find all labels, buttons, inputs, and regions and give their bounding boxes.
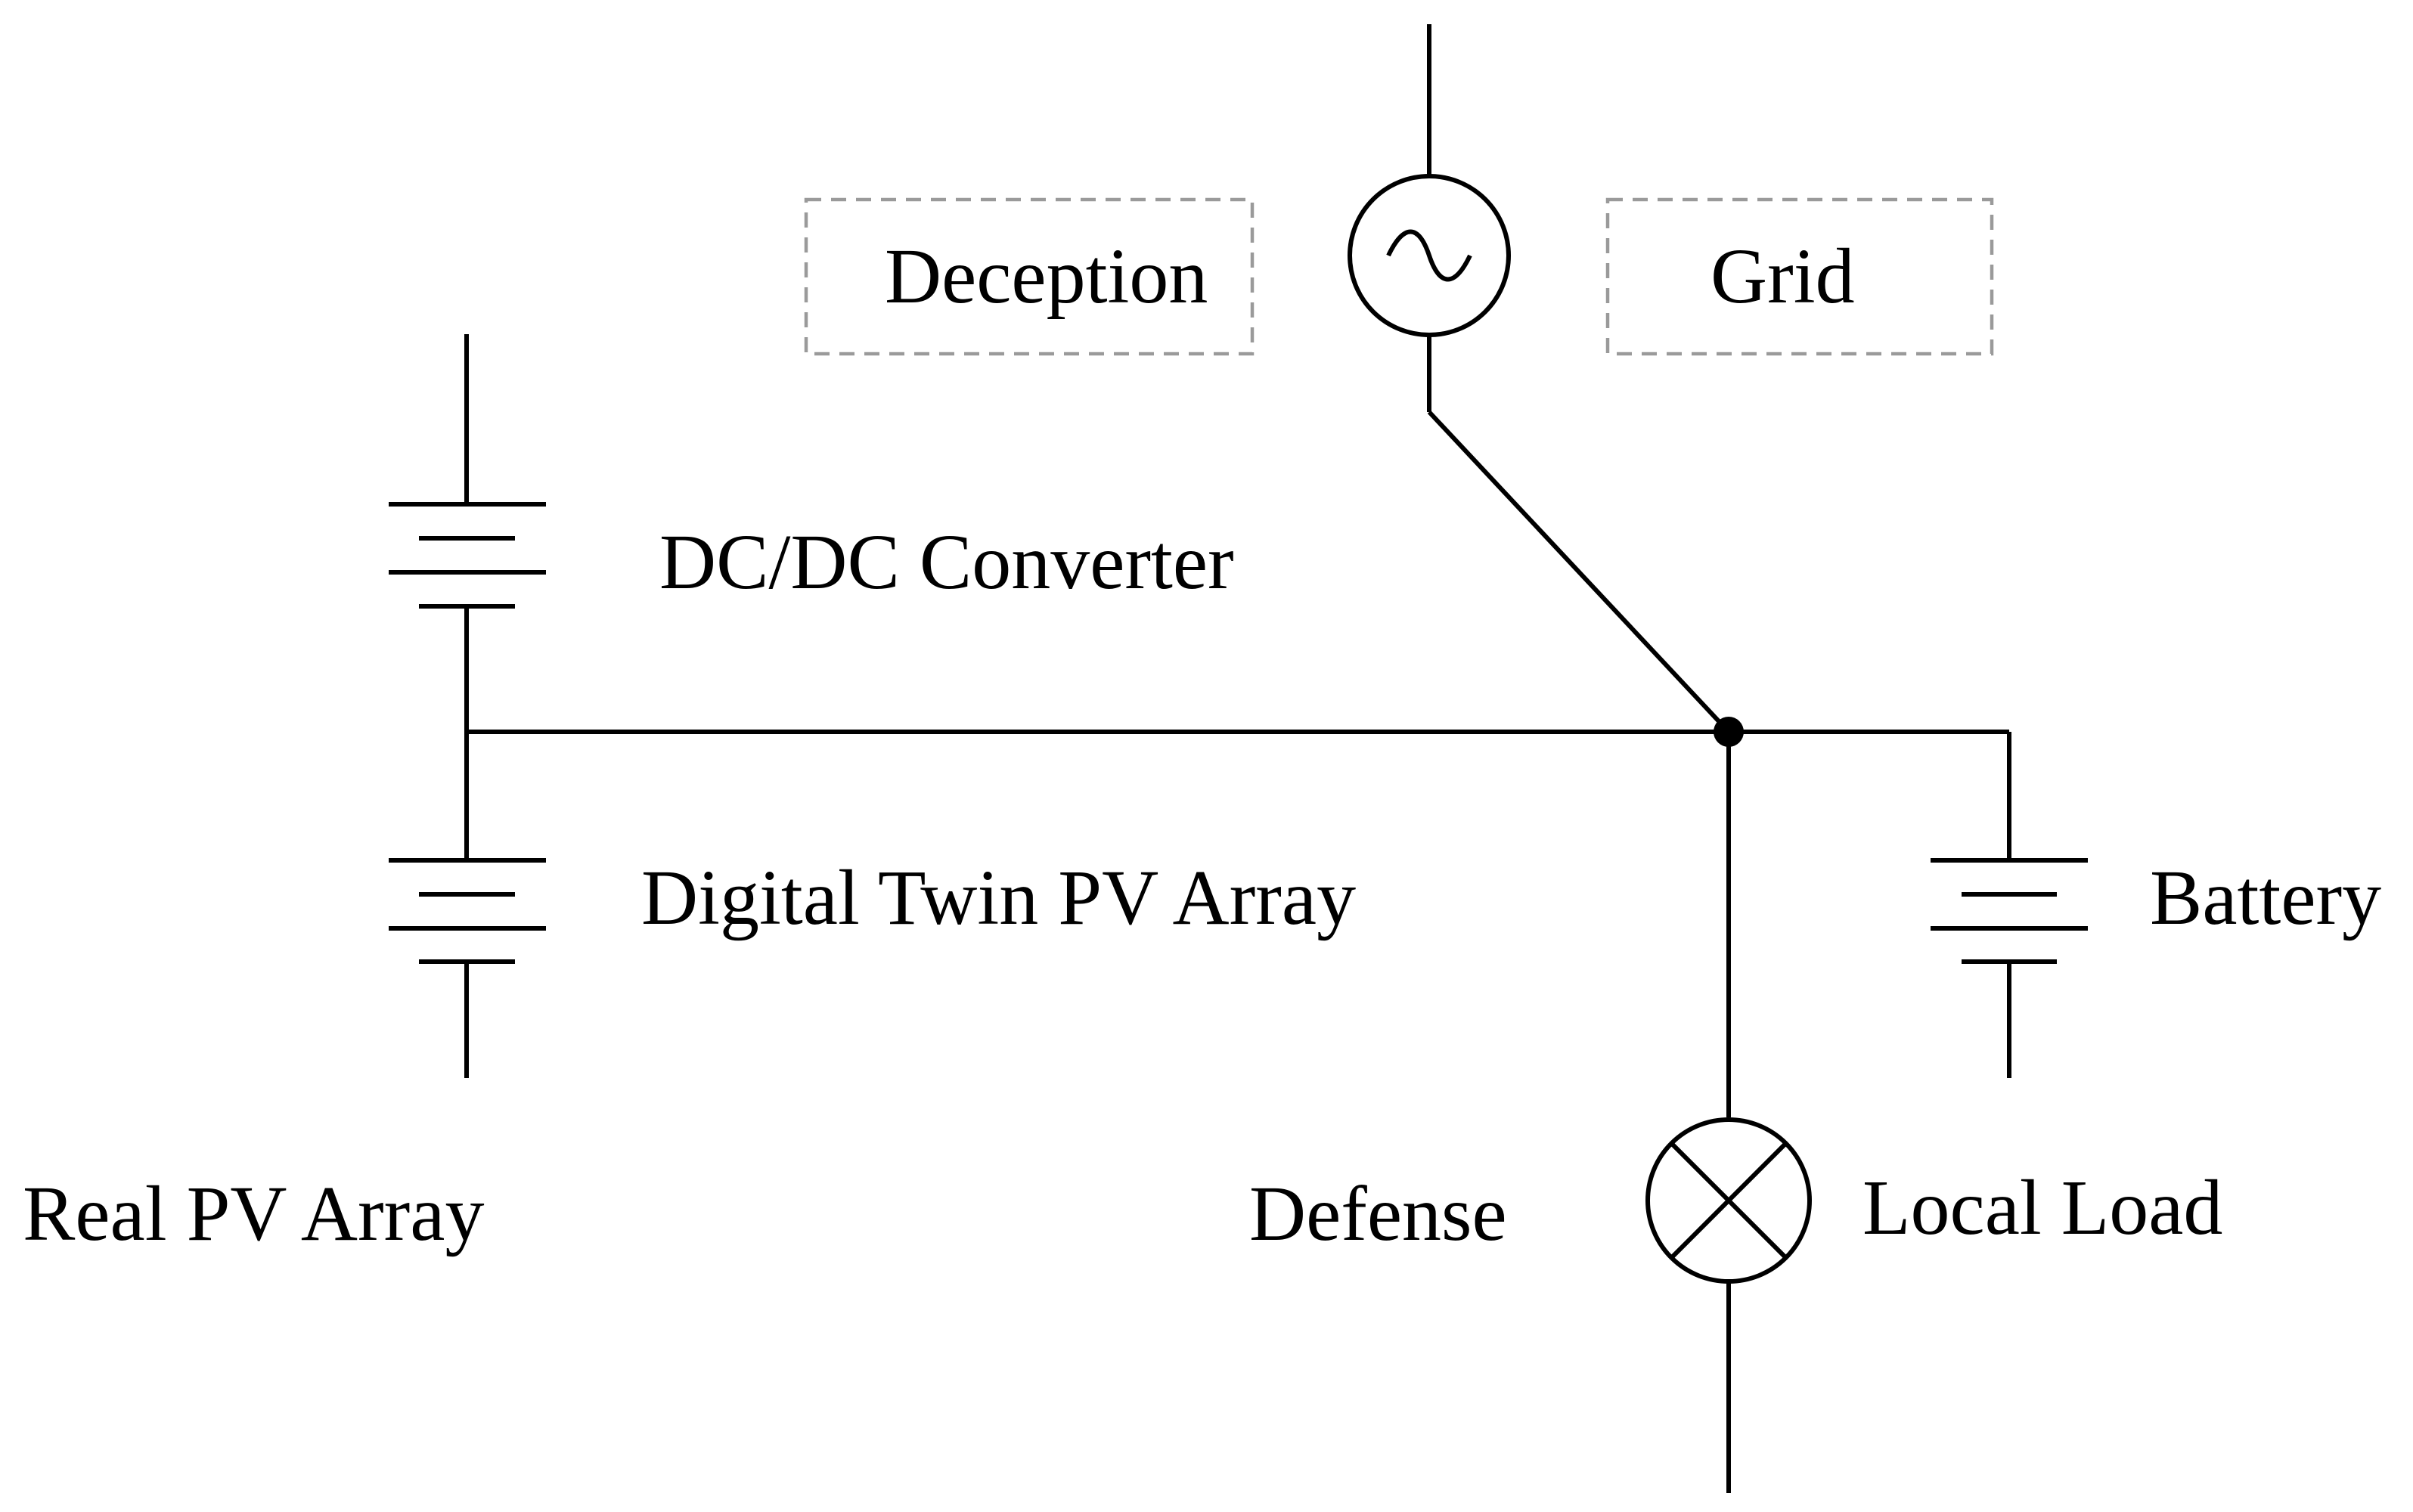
real-pv-array-label: Real PV Array: [23, 1170, 484, 1257]
ac-source: [1348, 24, 1731, 734]
grid-box: [1605, 197, 1994, 356]
pv-stack: [389, 334, 546, 1078]
dcdc-converter-label: DC/DC Converter: [659, 519, 1234, 606]
local-load-branch: [1645, 732, 1812, 1493]
digital-twin-pv-array-label: Digital Twin PV Array: [641, 854, 1356, 941]
local-load-label: Local Load: [1862, 1164, 2222, 1251]
lamp-cross-line-2: [1669, 1141, 1788, 1260]
battery-branch: [1931, 732, 2088, 1078]
deception-box: [804, 197, 1255, 356]
sine-wave-icon: [1386, 229, 1472, 282]
deception-label: Deception: [885, 233, 1208, 320]
ac-source-circle-icon: [1348, 174, 1511, 337]
grid-label: Grid: [1711, 233, 1855, 320]
ac-source-diagonal-wire: [1427, 410, 1731, 734]
battery-label: Battery: [2150, 854, 2381, 941]
defense-label: Defense: [1249, 1170, 1507, 1257]
